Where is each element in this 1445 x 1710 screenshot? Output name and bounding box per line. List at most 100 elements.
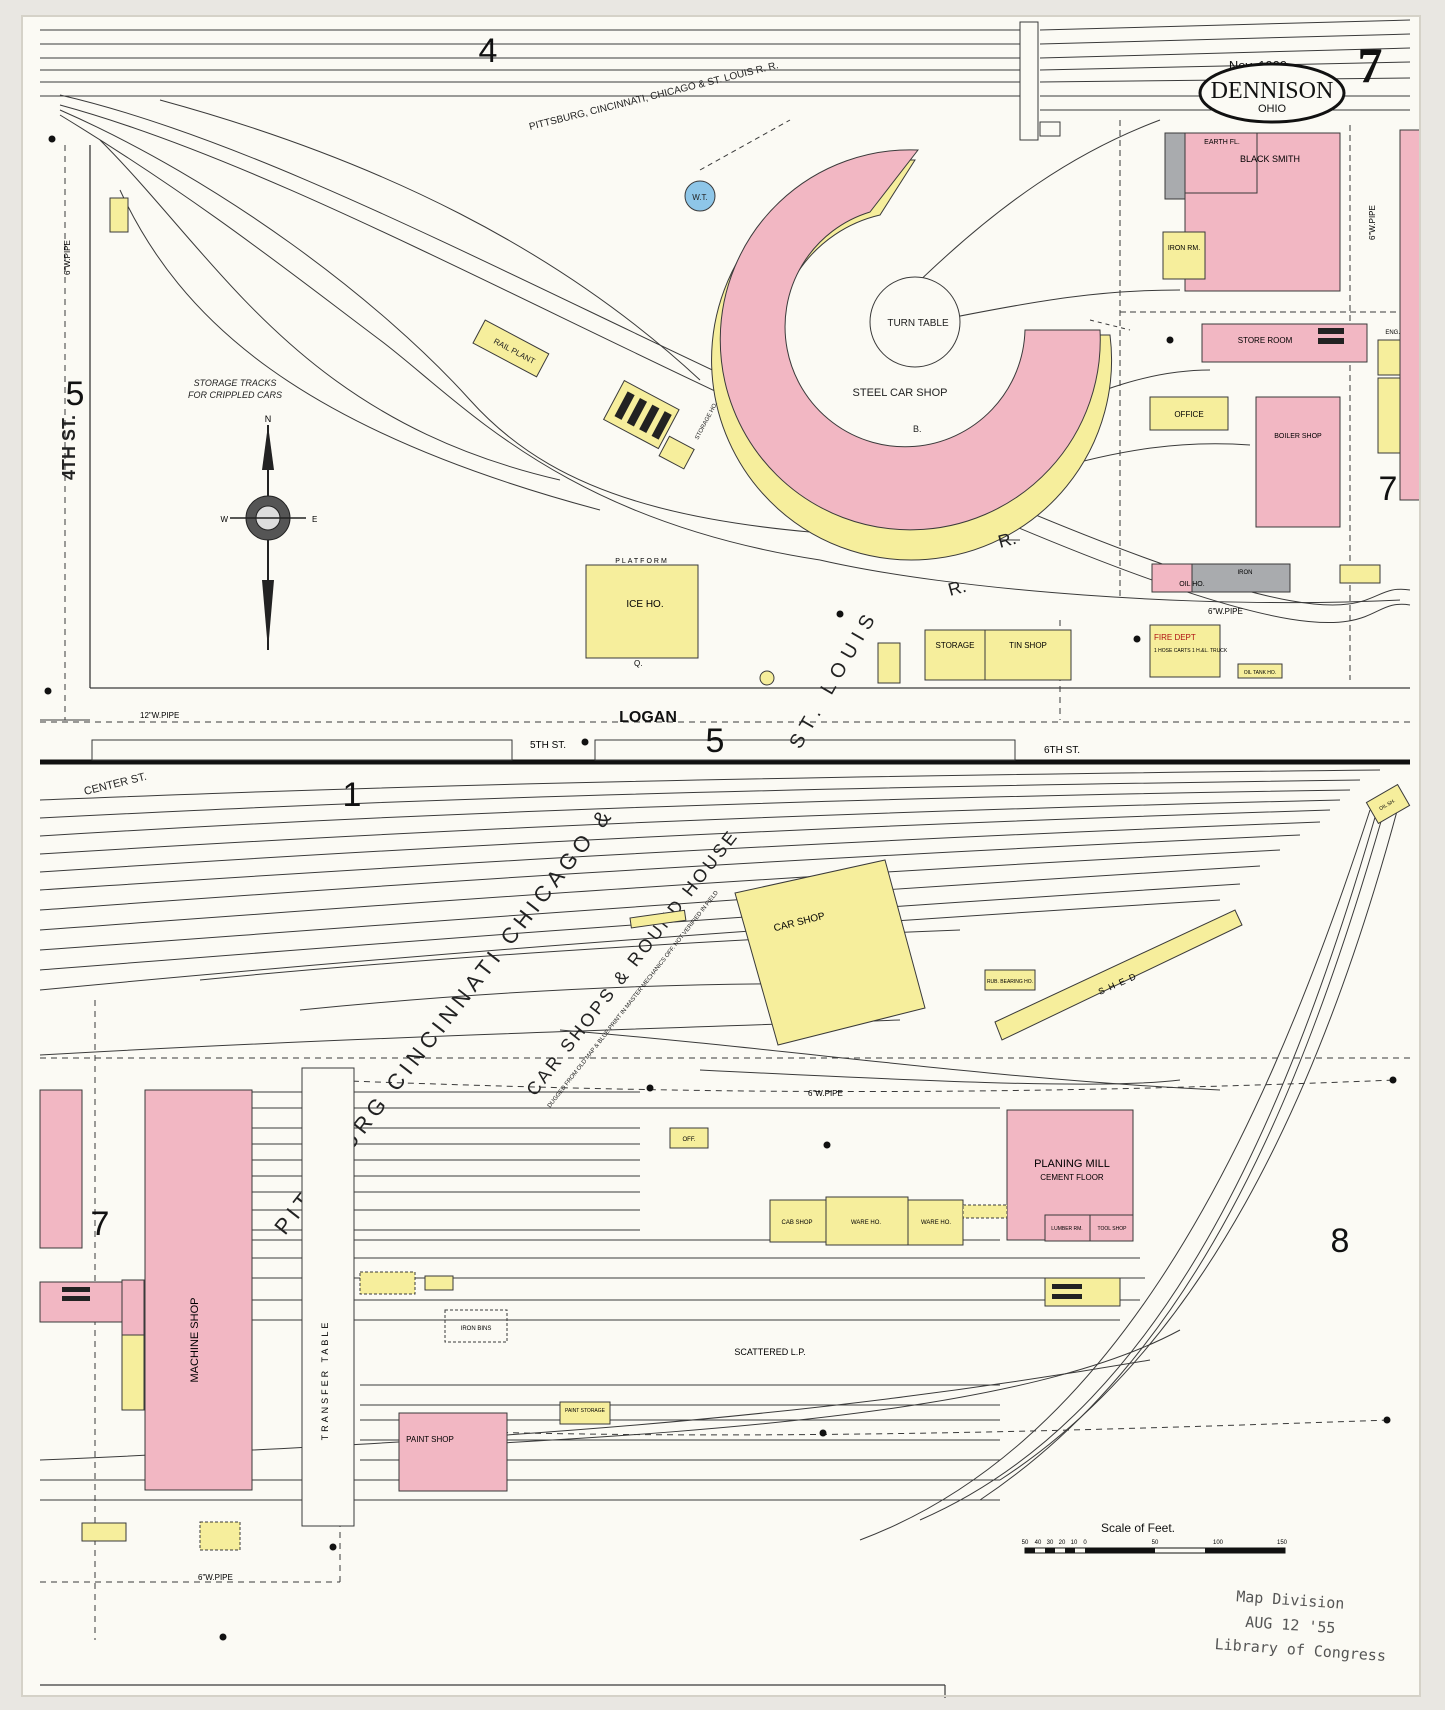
block-number-5-left: 5 [66,375,85,413]
scale-tick-0: 50 [1022,1540,1029,1546]
steel-car-shop-b: B. [913,424,922,434]
cab-shop-building [769,1199,827,1243]
boiler-lower-2 [1052,1294,1082,1299]
boiler-machine-1 [62,1287,90,1292]
ware-ho-1-building [825,1196,909,1246]
pipe-label-1: 6"W.PIPE [63,240,72,275]
small-office-label: OFF. [683,1137,696,1143]
railroad-r-label: R. [996,528,1019,552]
iron-rm-building [1162,231,1206,280]
pipe-label-5: 6"W.PIPE [808,1089,843,1098]
scale-tick-4: 10 [1071,1540,1078,1546]
railroad-r-label-2: R. [946,576,969,600]
pipe-label-3: 6"W.PIPE [1208,607,1243,616]
pipe-label-2: 12"W.PIPE [140,711,179,720]
platform-label: PLATFORM [615,558,669,565]
logan-street-label: LOGAN [619,709,677,726]
paint-storage-label: PAINT STORAGE [565,1408,606,1414]
small-building-right-1 [1377,339,1401,376]
rail-plant [472,319,550,378]
right-edge-building [1399,129,1421,501]
block-number-1: 1 [343,776,362,814]
fire-dept-note: 1 HOSE CARTS 1 H.&L. TRUCK [1154,648,1228,654]
boiler-black-2 [1318,338,1344,344]
water-tank-label: W.T. [692,193,708,202]
scale-tick-1: 40 [1035,1540,1042,1546]
map-paper [22,16,1420,1696]
turn-table [869,276,961,368]
office-label: OFFICE [1174,410,1203,419]
platform-bottom-left [81,1522,127,1542]
rub-bearing-label: RUB. BEARING HO. [987,979,1033,985]
paper-edge [21,15,1421,1697]
state-name: OHIO [1258,103,1287,115]
paint-storage-building [559,1401,611,1425]
transfer-table-label: TRANSFER TABLE [320,1320,330,1441]
fire-dept-building [1149,624,1221,678]
transfer-table [301,1067,355,1527]
scale-tick-6: 50 [1152,1540,1159,1546]
ware-ho-2-label: WARE HO. [921,1220,951,1226]
scale-bar [1024,1547,1286,1554]
paint-shop-building [398,1412,508,1492]
tin-shop-label: TIN SHOP [1009,641,1047,650]
viaduct [1019,21,1061,141]
blacksmith-label: BLACK SMITH [1240,154,1300,164]
block-number-5-center: 5 [706,722,725,760]
lumber-rm-building [1044,1214,1091,1242]
oil-sh-building [1365,783,1411,825]
scattered-lp-label: SCATTERED L.P. [734,1347,805,1357]
compass-w: W [220,515,228,524]
scale-tick-5: 0 [1083,1540,1087,1546]
loading-platform [962,1204,1008,1219]
boiler-house-lower [1044,1277,1121,1307]
cement-floor-label: CEMENT FLOOR [1040,1173,1104,1182]
block-number-4: 4 [479,32,498,70]
iron-shed-top [1164,132,1186,200]
boiler-shop-building [1255,396,1341,528]
small-yellow-right [1339,564,1381,584]
ice-house [585,564,699,659]
iron-building [1191,563,1291,593]
pipe-label-4: 6"W.PIPE [1368,205,1377,240]
machine-shop-building [144,1089,253,1491]
office-building [1149,396,1229,431]
wc-marker [759,670,775,686]
city-name: DENNISON [1211,78,1334,104]
small-platform [877,642,901,684]
cab-shop-label: CAB SHOP [781,1220,812,1226]
pipe-label-6: 6"W.PIPE [198,1573,233,1582]
steel-car-shop-label: STEEL CAR SHOP [853,387,948,399]
block-number-7-right: 7 [1379,470,1398,508]
small-building-right-2 [1377,377,1401,454]
small-shed-left [109,197,129,233]
boiler-lower-1 [1052,1284,1082,1289]
fifth-street-curb-mid [594,739,1016,761]
shed-building [994,909,1243,1041]
oil-ho-label: OIL HO. [1179,581,1204,588]
machine-shop-annex-2 [121,1279,145,1336]
city-cartouche [1198,62,1346,124]
iron-label: IRON [1238,570,1253,576]
turn-table-label: TURN TABLE [887,318,949,329]
storage-label: STORAGE [936,641,975,650]
steel-car-shop [711,149,1113,561]
scale-tick-8: 150 [1277,1540,1288,1546]
left-edge-building [39,1089,83,1249]
compass-rose [230,425,306,650]
small-strip [629,909,687,929]
oil-tank-ho [1237,663,1283,679]
sheet-number: 7 [1358,37,1383,93]
platform-lower-1 [359,1271,416,1295]
water-tank [684,180,716,212]
tool-shop-building [1089,1214,1134,1242]
iron-bins [444,1309,508,1343]
scale-tick-3: 20 [1059,1540,1066,1546]
oil-ho-building [1151,563,1193,593]
iron-rm-label: IRON RM. [1168,245,1200,252]
boiler-group [602,379,695,470]
oil-tank-ho-label: OIL TANK HO. [1244,670,1276,676]
ware-ho-2-building [907,1199,964,1246]
ice-ho-label: ICE HO. [626,599,663,610]
